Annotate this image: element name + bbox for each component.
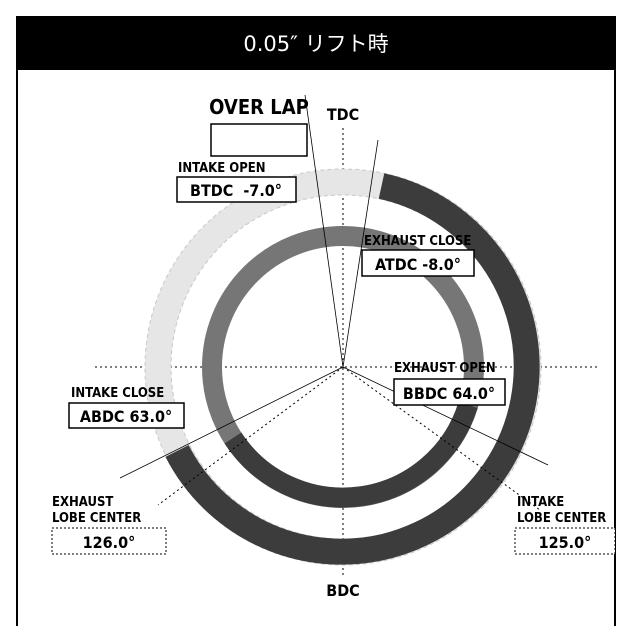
intake-close-line <box>119 366 344 479</box>
intake-open-label: INTAKE OPEN <box>178 161 266 176</box>
exhaust-close-value-box <box>361 249 475 277</box>
exhaust-lobe-center-value-box <box>51 527 167 555</box>
exhaust-duration-arc-outer <box>165 173 540 565</box>
exhaust-close-label: EXHAUST CLOSE <box>364 234 471 249</box>
exhaust-open-line <box>342 366 549 466</box>
exhaust-lobe-center-label-line1: EXHAUST <box>52 495 113 510</box>
exhaust-open-arc-inner <box>224 401 478 508</box>
exhaust-open-value-box <box>393 378 506 406</box>
exhaust-open-value: BBDC 64.0° <box>403 384 495 403</box>
exhaust-open-label: EXHAUST OPEN <box>394 361 496 376</box>
exhaust-close-line <box>342 139 379 368</box>
intake-lobe-center-label-line1: INTAKE <box>517 495 564 510</box>
intake-open-line <box>304 94 344 368</box>
intake-close-value: ABDC 63.0° <box>80 407 172 426</box>
exhaust-lobe-center-label-line2: LOBE CENTER <box>52 511 141 526</box>
intake-close-label: INTAKE CLOSE <box>71 386 164 401</box>
bdc-label: BDC <box>326 581 359 600</box>
exhaust-close-value: ATDC -8.0° <box>375 255 461 274</box>
tdc-label: TDC <box>327 105 359 124</box>
intake-lobe-center-line <box>342 366 541 511</box>
intake-lobe-center-label-line2: LOBE CENTER <box>517 511 606 526</box>
exhaust-lobe-center-value: 126.0° <box>83 533 136 552</box>
overlap-label: OVER LAP <box>209 95 309 119</box>
intake-lobe-center-value-box <box>514 527 616 555</box>
intake-open-value-box <box>176 176 297 203</box>
overlap-value-box <box>210 123 308 157</box>
page-title: 0.05″ リフト時 <box>16 16 616 70</box>
intake-close-value-box <box>68 402 185 429</box>
exhaust-lobe-center-line <box>157 366 344 506</box>
intake-open-value: BTDC -7.0° <box>190 181 282 200</box>
intake-lobe-center-value: 125.0° <box>539 533 592 552</box>
intake-ring-outer-edge <box>144 168 542 566</box>
